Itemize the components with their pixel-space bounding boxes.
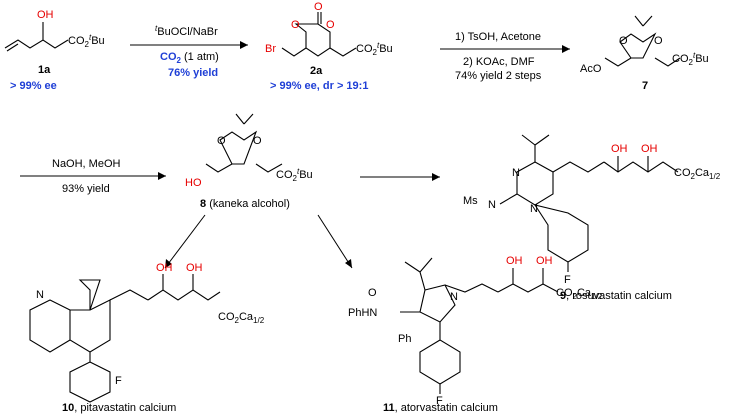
- ring-o1-8: O: [217, 135, 226, 147]
- step1-co2: CO2 (1 atm): [160, 51, 219, 65]
- step3-line1: NaOH, MeOH: [52, 158, 121, 170]
- step2-line3: 74% yield 2 steps: [455, 70, 542, 82]
- compound-11: N O PhHN Ph OH OH F CO2Ca1/2 11, atorvas…: [348, 255, 603, 414]
- ring-o2-8: O: [253, 135, 262, 147]
- ester-label-2a: CO2tBu: [356, 41, 393, 57]
- ca-label-10: CO2Ca1/2: [218, 311, 265, 325]
- ca-label-11: CO2Ca1/2: [556, 287, 603, 301]
- oh-label-1a: OH: [37, 9, 54, 21]
- compound-number-2a: 2a: [310, 65, 323, 77]
- n-label-10: N: [36, 289, 44, 301]
- oh1-label-10: OH: [156, 262, 173, 274]
- ring-o2-2a: O: [326, 19, 335, 31]
- reaction-arrow-1: tBuOCl/NaBr CO2 (1 atm) 76% yield: [130, 24, 248, 79]
- carbonyl-o-2a: O: [314, 1, 323, 13]
- ph-label-11: Ph: [398, 333, 411, 345]
- oh2-label-11: OH: [536, 255, 553, 267]
- step1-yield: 76% yield: [168, 67, 218, 79]
- reaction-arrow-to-9: [360, 173, 440, 181]
- f-label-9: F: [564, 274, 571, 286]
- compound-label-8: 8 (kaneka alcohol): [200, 198, 290, 210]
- compound-number-1a: 1a: [38, 64, 51, 76]
- f-label-10: F: [115, 375, 122, 387]
- compound-8: O O HO CO2tBu 8 (kaneka alcohol): [185, 113, 313, 210]
- ee-dr-label-2a: > 99% ee, dr > 19:1: [270, 80, 368, 92]
- aco-label-7: AcO: [580, 63, 602, 75]
- compound-9: OH OH N N Ms N F CO2Ca1/2 9, rosuvastati…: [463, 134, 721, 302]
- compound-10: N OH OH F CO2Ca1/2 10, pitavastatin calc…: [29, 262, 265, 414]
- ms-label-9: Ms: [463, 195, 478, 207]
- ester-label-8: CO2tBu: [276, 167, 313, 183]
- ester-label-1a: CO2tBu: [68, 33, 105, 49]
- o-label-11: O: [368, 287, 377, 299]
- reaction-arrow-2: 1) TsOH, Acetone 2) KOAc, DMF 74% yield …: [440, 31, 570, 82]
- oh2-label-9: OH: [641, 143, 658, 155]
- compound-7: O O AcO CO2tBu 7: [580, 15, 709, 92]
- step3-line2: 93% yield: [62, 183, 110, 195]
- ring-o2-7: O: [654, 35, 663, 47]
- step2-line1: 1) TsOH, Acetone: [455, 31, 541, 43]
- compound-2a: O O O Br CO2tBu 2a > 99% ee, dr > 19:1: [265, 1, 393, 92]
- ring-o1-7: O: [619, 35, 628, 47]
- ring-o1-2a: O: [291, 19, 300, 31]
- oh1-label-11: OH: [506, 255, 523, 267]
- step2-line2: 2) KOAc, DMF: [463, 56, 535, 68]
- ee-label-1a: > 99% ee: [10, 80, 57, 92]
- n1-label-9: N: [512, 167, 520, 179]
- br-label-2a: Br: [265, 43, 276, 55]
- reaction-arrow-3: NaOH, MeOH 93% yield: [20, 158, 166, 195]
- phhn-label-11: PhHN: [348, 307, 377, 319]
- ho-label-8: HO: [185, 177, 202, 189]
- oh1-label-9: OH: [611, 143, 628, 155]
- compound-label-9: 9, rosuvastatin calcium: [560, 290, 672, 302]
- compound-number-7: 7: [642, 80, 648, 92]
- ester-label-7: CO2tBu: [672, 51, 709, 67]
- compound-label-11: 11, atorvastatin calcium: [383, 402, 498, 414]
- compound-label-10: 10, pitavastatin calcium: [62, 402, 176, 414]
- n-label-11: N: [450, 291, 458, 303]
- compound-1a: OH CO2tBu 1a > 99% ee: [4, 9, 105, 92]
- ca-label-9: CO2Ca1/2: [674, 167, 721, 181]
- f-label-11: F: [436, 395, 443, 407]
- reaction-arrow-to-11: [317, 214, 353, 269]
- oh2-label-10: OH: [186, 262, 203, 274]
- reaction-arrow-to-10: [164, 214, 206, 269]
- nme-label-9: N: [488, 199, 496, 211]
- step1-reagent: tBuOCl/NaBr: [155, 24, 218, 38]
- n2-label-9: N: [530, 203, 538, 215]
